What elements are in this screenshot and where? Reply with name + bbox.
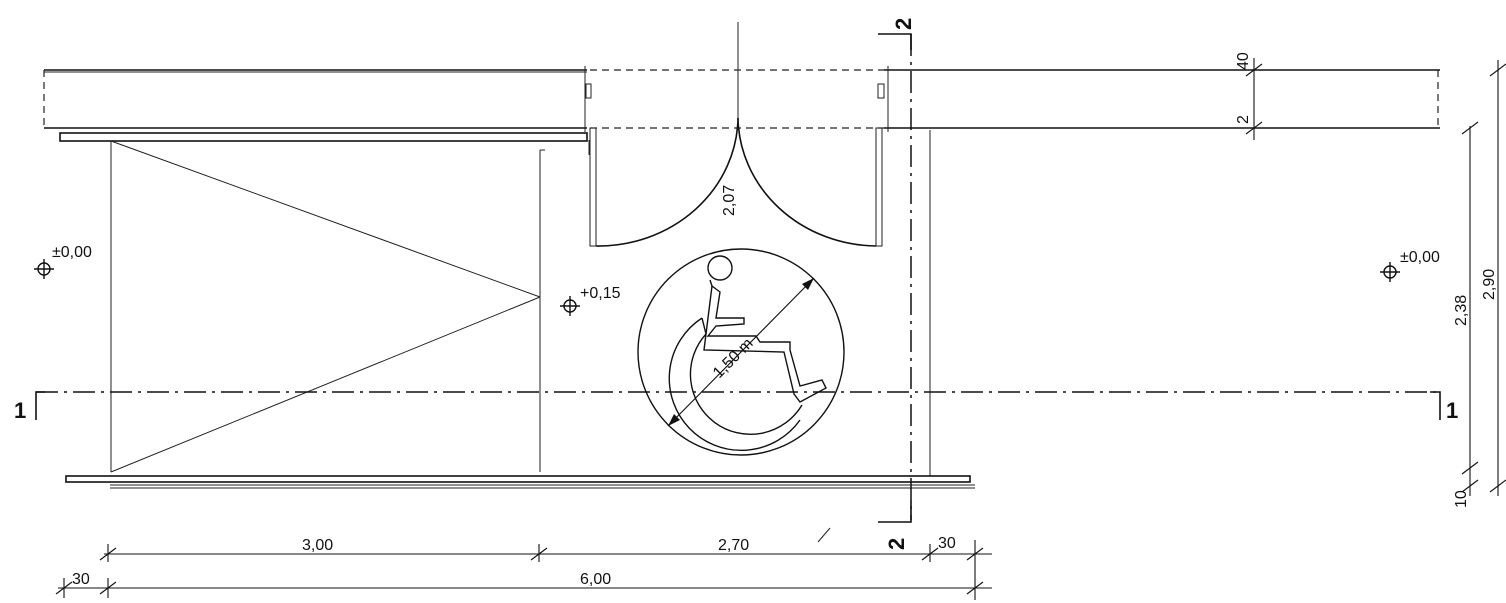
section-1-left-label: 1: [14, 398, 26, 423]
diameter-line: [667, 277, 815, 427]
wall-band-right: [877, 66, 1440, 132]
section-1-right-label: 1: [1446, 398, 1458, 423]
ramp: [110, 140, 545, 473]
dimension-row-1: [99, 540, 992, 600]
door-swing-left: [595, 117, 739, 247]
door-frame: [588, 127, 883, 247]
dim-2-small: 2: [1235, 115, 1252, 124]
dim-40: 40: [1235, 52, 1252, 70]
pen-mark: [817, 527, 831, 543]
elevation-marker-icon: [1380, 262, 1400, 282]
elevation-marker-icon: [560, 296, 580, 316]
section-1-left-marker: [35, 391, 45, 420]
dimension-right-top: [1245, 58, 1263, 140]
level-left-label: ±0,00: [52, 244, 92, 261]
dim-6-00: 6,00: [580, 571, 611, 588]
dimension-right-vertical: [1461, 60, 1506, 496]
dim-3-00: 3,00: [302, 537, 333, 554]
dim-2-38: 2,38: [1453, 295, 1470, 326]
diameter-arrow-top: [802, 278, 814, 290]
dim-30-left: 30: [72, 571, 90, 588]
door-height-label: 2,07: [721, 185, 738, 216]
dim-10: 10: [1453, 490, 1470, 508]
dimension-row-2: [55, 578, 992, 598]
wheelchair-icon: [637, 248, 845, 456]
wall-band-left: [43, 66, 592, 142]
section-1-right-marker: [1430, 391, 1441, 420]
section-2-bottom-label: 2: [884, 538, 909, 550]
circle-diameter-label: 1,50 m: [710, 335, 757, 382]
diameter-arrow-bottom: [668, 414, 680, 426]
section-2-top-marker: [878, 33, 912, 50]
section-2-bottom-marker: [878, 500, 912, 523]
level-ramp-label: +0,15: [580, 285, 621, 302]
elevation-marker-icon: [34, 259, 54, 279]
door-swing-right: [737, 117, 877, 247]
dim-2-70: 2,70: [718, 537, 749, 554]
level-right-label: ±0,00: [1400, 249, 1440, 266]
section-2-top-label: 2: [891, 18, 916, 30]
dim-2-90: 2,90: [1481, 269, 1498, 300]
bottom-edge: [65, 475, 975, 489]
dim-30-right: 30: [938, 535, 956, 552]
